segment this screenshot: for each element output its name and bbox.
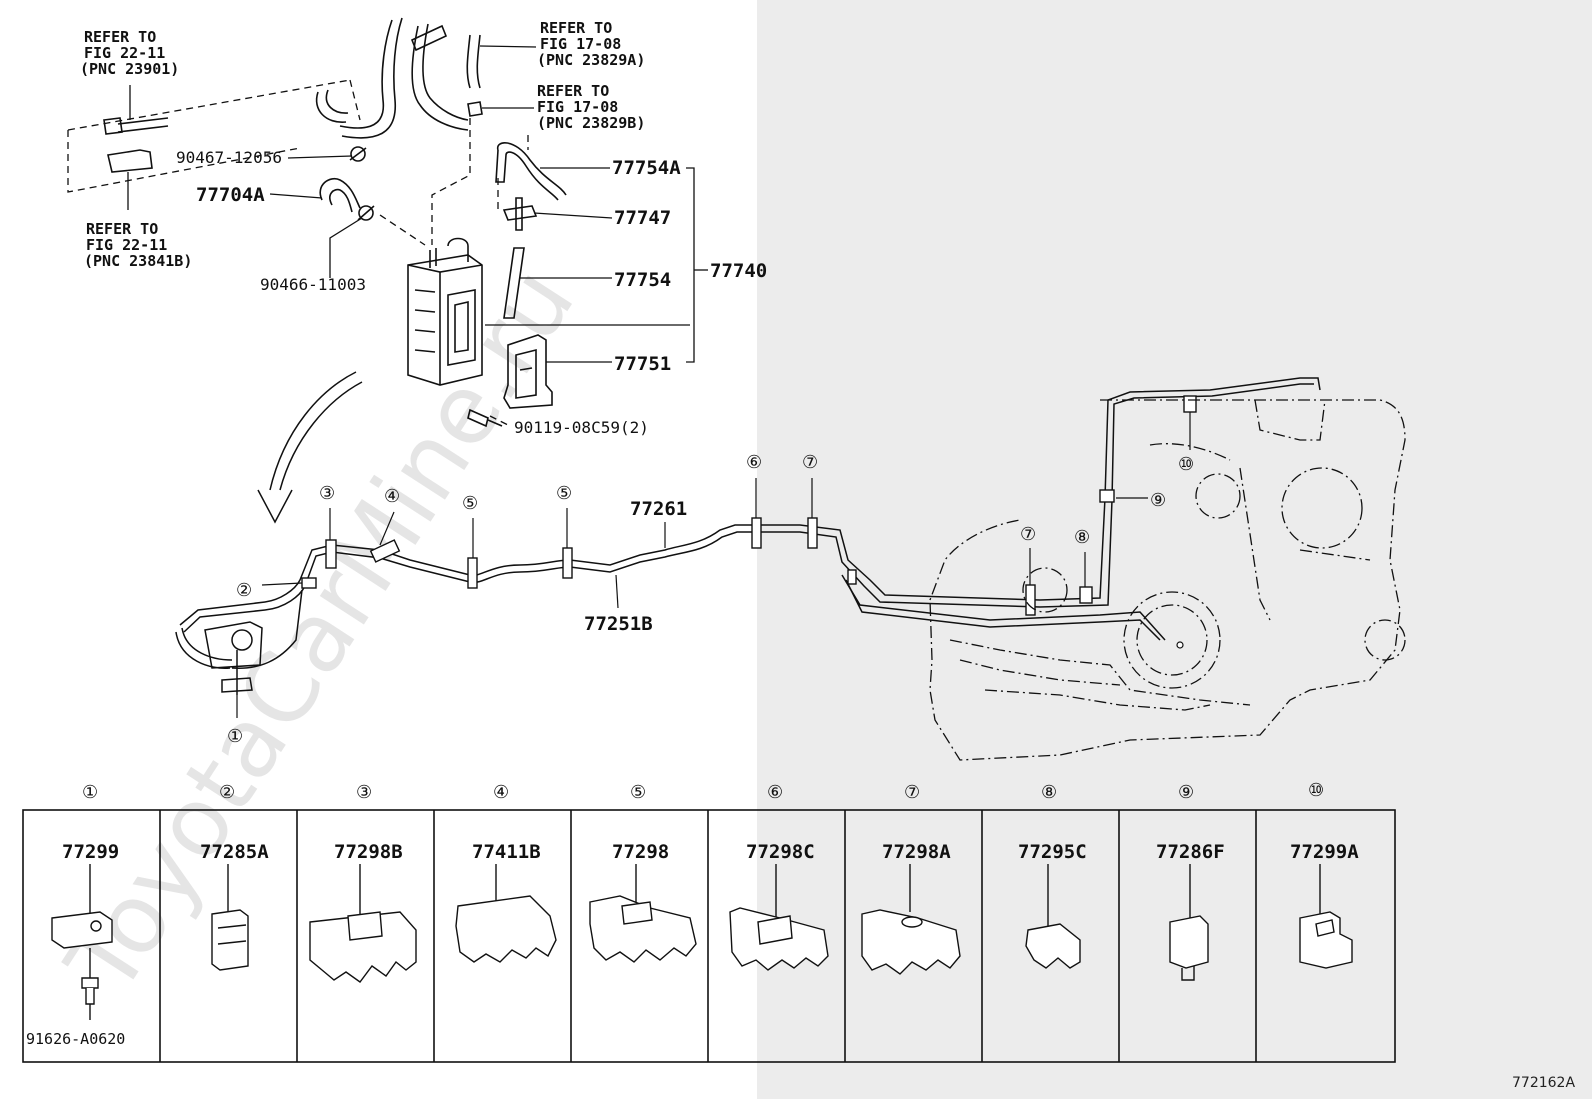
callouts: ② ③ ④ ⑤ ⑤ ⑥ ⑦ ⑦ ⑧ ⑨ ⑩ ① (227, 452, 1194, 747)
callout-10: ⑩ (1178, 454, 1194, 475)
callout-8: ⑧ (1074, 527, 1090, 548)
table-header-4: ④ (493, 782, 509, 803)
table-part-3: 77298B (334, 841, 403, 863)
table-header-3: ③ (356, 782, 372, 803)
ref1-line3: (PNC 23901) (80, 60, 179, 78)
callout-7a: ⑦ (802, 452, 818, 473)
ref4-line3: (PNC 23829B) (537, 114, 645, 132)
table-headers: ① ② ③ ④ ⑤ ⑥ ⑦ ⑧ ⑨ ⑩ (82, 780, 1324, 803)
ref2-line3: (PNC 23841B) (84, 252, 192, 270)
ref3-line3: (PNC 23829A) (537, 51, 645, 69)
table-part-10: 77299A (1290, 841, 1359, 863)
ref4-line2: FIG 17-08 (537, 98, 618, 116)
callout-2: ② (236, 580, 252, 601)
callout-7b: ⑦ (1020, 524, 1036, 545)
leader-lines (127, 45, 708, 363)
part-labels: 90467-12056 77704A 90466-11003 77754A 77… (176, 148, 767, 635)
table-header-2: ② (219, 782, 235, 803)
callout-leaders (236, 412, 1191, 718)
part-77754A: 77754A (612, 157, 681, 179)
table-part-5: 77298 (612, 841, 669, 863)
table-part-9: 77286F (1156, 841, 1225, 863)
ref3-line1: REFER TO (540, 19, 612, 37)
callout-3: ③ (319, 483, 335, 504)
part-77704A: 77704A (196, 184, 265, 206)
part-77740: 77740 (710, 260, 767, 282)
parts-table-grid (22, 809, 1396, 1063)
ref2-line2: FIG 22-11 (86, 236, 167, 254)
line-clips (301, 395, 1197, 616)
direction-arrow (257, 371, 363, 524)
part-77251B: 77251B (584, 613, 653, 635)
part-77747: 77747 (614, 207, 671, 229)
callout-1: ① (227, 726, 243, 747)
table-header-7: ⑦ (904, 782, 920, 803)
part-90466: 90466-11003 (260, 275, 366, 294)
part-77751: 77751 (614, 353, 671, 375)
ref1-line2: FIG 22-11 (84, 44, 165, 62)
table-part-4: 77411B (472, 841, 541, 863)
callout-5b: ⑤ (556, 483, 572, 504)
table-subpart-1: 91626-A0620 (26, 1030, 125, 1048)
callout-9: ⑨ (1150, 490, 1166, 511)
callout-5a: ⑤ (462, 493, 478, 514)
table-part-7: 77298A (882, 841, 951, 863)
table-header-10: ⑩ (1308, 780, 1324, 801)
table-header-5: ⑤ (630, 782, 646, 803)
table-part-numbers: 77299 77285A 77298B 77411B 77298 77298C … (26, 841, 1359, 1048)
part-90119: 90119-08C59(2) (514, 418, 649, 437)
part-77754: 77754 (614, 269, 671, 291)
table-part-8: 77295C (1018, 841, 1087, 863)
table-header-1: ① (82, 782, 98, 803)
tank-outlet (1176, 641, 1184, 649)
table-part-1: 77299 (62, 841, 119, 863)
callout-6: ⑥ (746, 452, 762, 473)
table-part-6: 77298C (746, 841, 815, 863)
table-clip-illustrations (51, 864, 1353, 1020)
fuel-tank-outline (929, 399, 1406, 761)
part-90467: 90467-12056 (176, 148, 282, 167)
refer-labels: REFER TO FIG 22-11 (PNC 23901) REFER TO … (80, 19, 645, 270)
ref3-line2: FIG 17-08 (540, 35, 621, 53)
ref2-line1: REFER TO (86, 220, 158, 238)
callout-4: ④ (384, 486, 400, 507)
dashed-connectors (67, 79, 529, 427)
canister-assembly (103, 17, 567, 428)
table-header-6: ⑥ (767, 782, 783, 803)
table-part-2: 77285A (200, 841, 269, 863)
figure-code: 772162A (1512, 1075, 1575, 1091)
ref4-line1: REFER TO (537, 82, 609, 100)
ref1-line1: REFER TO (84, 28, 156, 46)
part-77261: 77261 (630, 498, 687, 520)
table-header-9: ⑨ (1178, 782, 1194, 803)
table-header-8: ⑧ (1041, 782, 1057, 803)
